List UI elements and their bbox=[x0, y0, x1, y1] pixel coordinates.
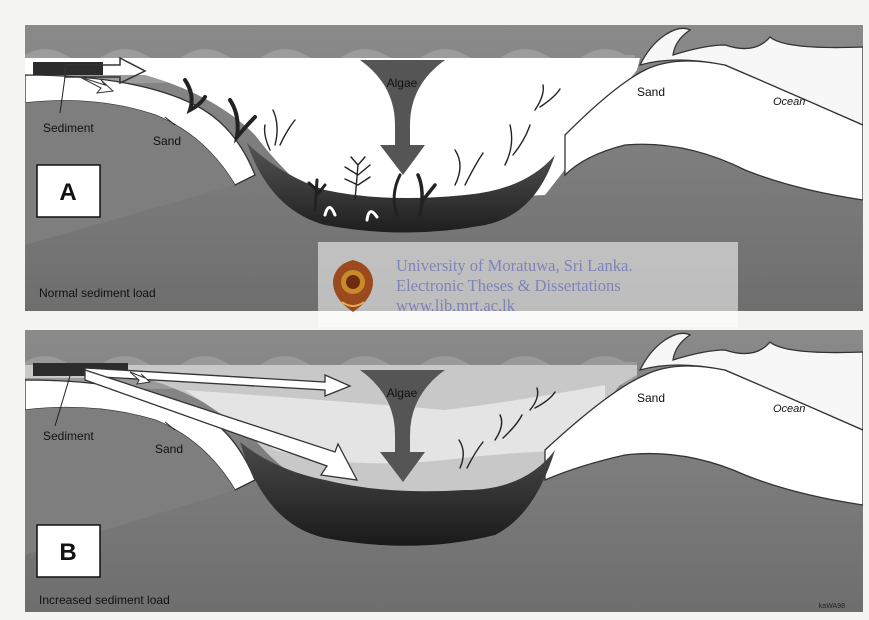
panel-b-letter: B bbox=[59, 539, 76, 566]
university-seal-icon bbox=[330, 258, 376, 314]
watermark-line-1: University of Moratuwa, Sri Lanka. bbox=[396, 256, 632, 276]
sediment-source bbox=[33, 62, 103, 75]
watermark-line-2: Electronic Theses & Dissertations bbox=[396, 276, 632, 296]
sediment-label: Sediment bbox=[43, 121, 94, 135]
panel-a-letter: A bbox=[59, 179, 76, 206]
figure-credit: kaWA98 bbox=[819, 603, 845, 610]
sand-right-label: Sand bbox=[637, 391, 665, 405]
watermark-text: University of Moratuwa, Sri Lanka. Elect… bbox=[396, 256, 632, 316]
algae-label: Algae bbox=[387, 386, 418, 400]
ocean-label: Ocean bbox=[773, 96, 805, 108]
sediment-label: Sediment bbox=[43, 429, 94, 443]
sand-right-label: Sand bbox=[637, 85, 665, 99]
algae-label: Algae bbox=[387, 76, 418, 90]
sand-left-label: Sand bbox=[155, 442, 183, 456]
panel-b-diagram: Sediment Sand Algae Sand Ocean B Increas… bbox=[25, 330, 863, 612]
watermark-line-3: www.lib.mrt.ac.lk bbox=[396, 296, 632, 316]
panel-a-caption: Normal sediment load bbox=[39, 286, 156, 300]
sand-left-label: Sand bbox=[153, 134, 181, 148]
panel-b-caption: Increased sediment load bbox=[39, 593, 170, 607]
library-watermark: University of Moratuwa, Sri Lanka. Elect… bbox=[318, 242, 738, 327]
ocean-label: Ocean bbox=[773, 403, 805, 415]
